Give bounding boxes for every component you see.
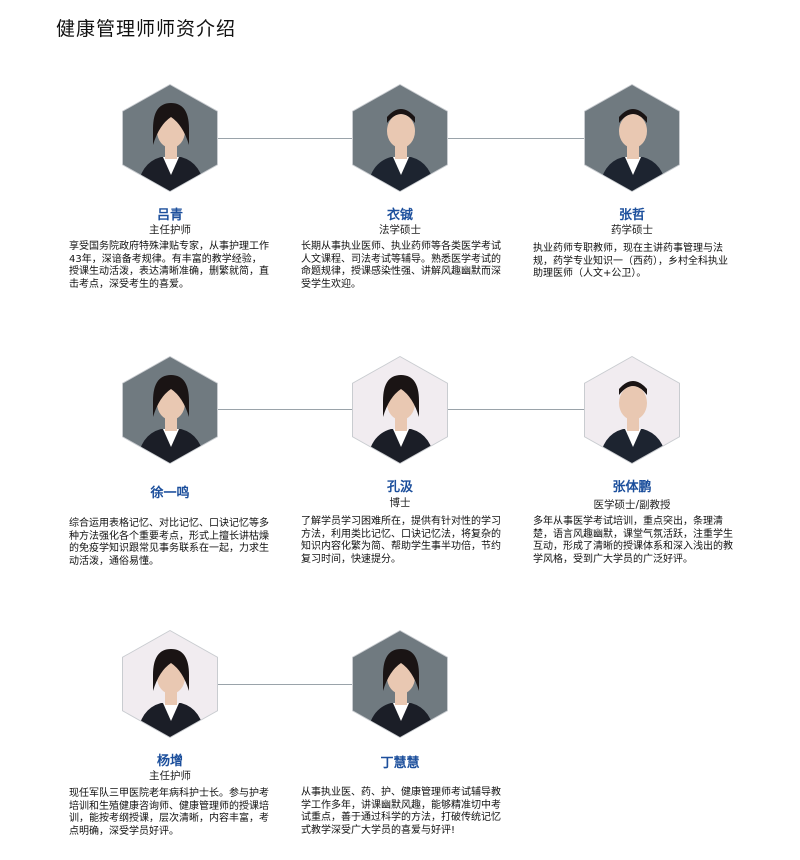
teacher-bio: 长期从事执业医师、执业药师等各类医学考试人文课程、司法考试等辅导。熟悉医学考试的… xyxy=(301,241,501,290)
teacher-name: 衣铖 xyxy=(386,208,413,223)
page-title: 健康管理师师资介绍 xyxy=(56,18,237,40)
teacher-title: 药学硕士 xyxy=(611,224,653,236)
teacher-bio: 现任军队三甲医院老年病科护士长。参与护考 培训和生殖健康咨询师、健康管理师的授课… xyxy=(69,788,269,837)
row-3-connector xyxy=(170,684,400,685)
teacher-bio: 多年从事医学考试培训，重点突出，条理清楚，语言风趣幽默，课堂气氛活跃，注重学生互… xyxy=(533,516,733,565)
teacher-title: 主任护师 xyxy=(149,770,191,782)
teacher-title: 主任护师 xyxy=(149,224,191,236)
teacher-photo xyxy=(584,356,680,464)
woman-portrait-icon xyxy=(137,375,205,463)
teacher-bio: 了解学员学习困难所在，提供有针对性的学习方法，利用类比记忆、口诀记忆法，将复杂的… xyxy=(301,516,501,565)
teacher-title: 博士 xyxy=(389,497,411,509)
teacher-title: 医学硕士/副教授 xyxy=(593,499,671,511)
teacher-photo xyxy=(352,356,448,464)
row-1-connector xyxy=(170,138,630,139)
teacher-name: 丁慧慧 xyxy=(380,756,420,771)
teacher-bio: 享受国务院政府特殊津贴专家，从事护理工作43年，深谙备考规律。有丰富的教学经验，… xyxy=(69,241,269,290)
teacher-bio: 执业药师专职教师，现在主讲药事管理与法规，药学专业知识一（西药），乡村全科执业助… xyxy=(533,243,728,280)
teacher-name: 张体鹏 xyxy=(612,480,652,495)
row-2-connector xyxy=(170,409,630,410)
teacher-photo xyxy=(122,356,218,464)
teacher-name: 吕青 xyxy=(156,208,183,223)
teacher-bio: 从事执业医、药、护、健康管理师考试辅导教学工作多年，讲课幽默风趣，能够精准切中考… xyxy=(301,787,501,836)
woman-portrait-icon xyxy=(367,375,435,463)
teacher-title: 法学硕士 xyxy=(379,224,421,236)
teacher-name: 孔汲 xyxy=(386,480,413,495)
man-portrait-icon xyxy=(599,381,667,463)
teacher-name: 徐一鸣 xyxy=(150,486,190,501)
teacher-name: 杨增 xyxy=(156,754,183,769)
teacher-name: 张哲 xyxy=(618,208,645,223)
teacher-bio: 综合运用表格记忆、对比记忆、口诀记忆等多种方法强化各个重要考点，形式上擅长讲枯燥… xyxy=(69,518,269,567)
